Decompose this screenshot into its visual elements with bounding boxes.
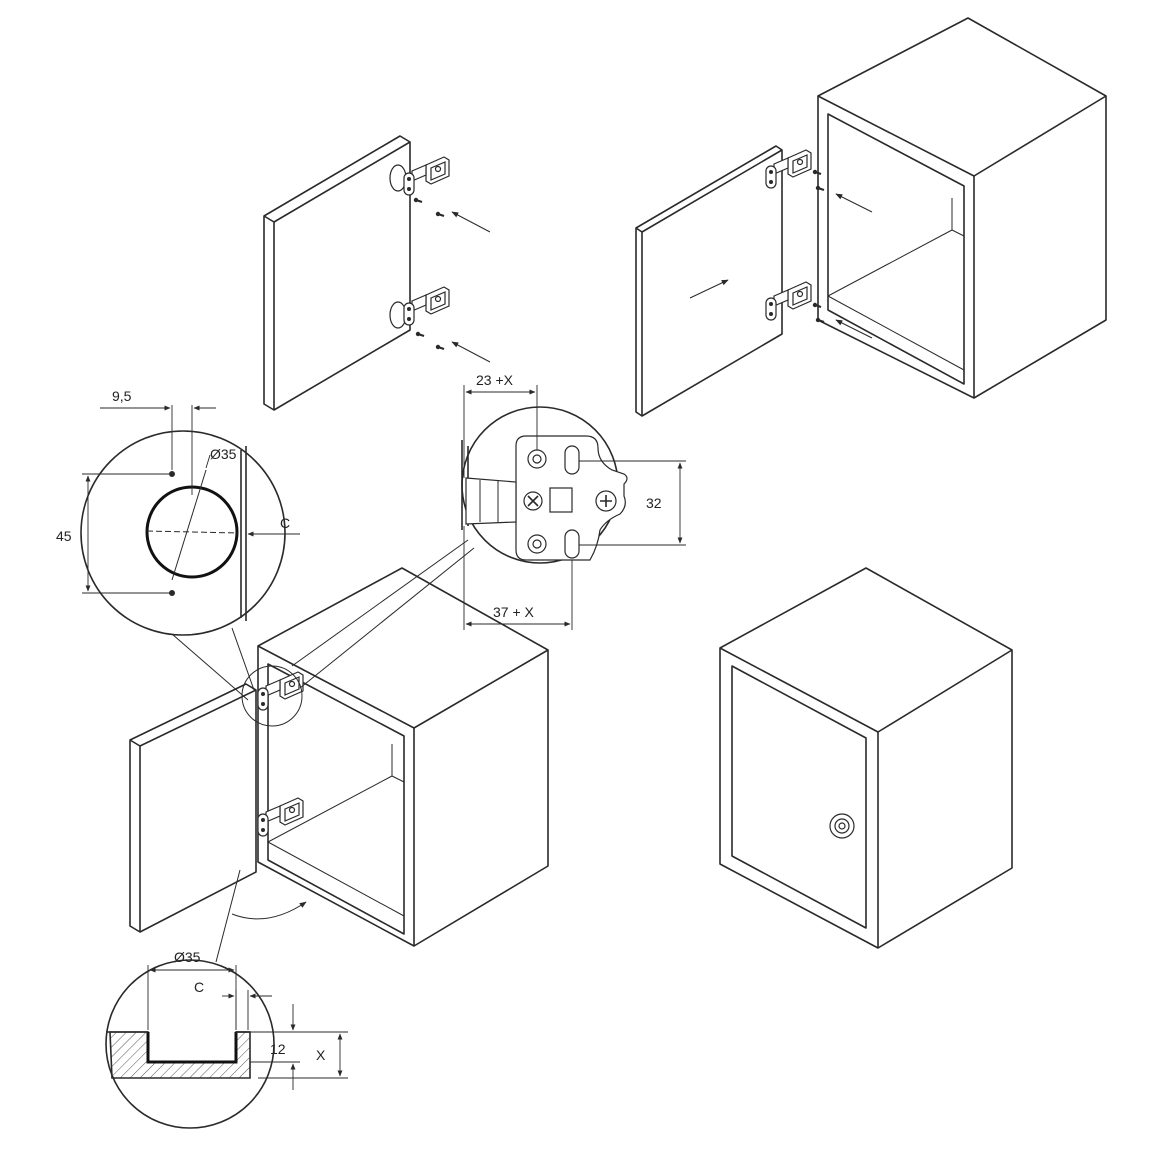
dim-9-5-label: 9,5 <box>112 388 132 404</box>
cabinet-box-2 <box>257 567 549 947</box>
assembly-arrow <box>835 319 873 339</box>
assembly-arrow <box>835 193 873 213</box>
open-door-panel <box>129 683 257 933</box>
rotation-arrow <box>231 901 307 920</box>
plate-offset-23x-label: 23 +X <box>476 372 514 388</box>
assembly-arrow <box>689 279 729 299</box>
cup-drilling-detail: 9,5 Ø35 45 C <box>56 388 300 701</box>
dim-45-label: 45 <box>56 528 72 544</box>
assembly-arrow <box>451 341 491 363</box>
plate-hole-spacing-label: 32 <box>646 495 662 511</box>
cup-depth-label: 12 <box>270 1041 286 1057</box>
door-panel-1 <box>263 135 411 411</box>
cup-diameter-label-top: Ø35 <box>210 446 237 462</box>
door-to-cabinet-group <box>635 17 1107 417</box>
detail-callout-circle <box>241 665 303 727</box>
assembly-arrow <box>451 211 491 233</box>
cup-diameter-label-bottom: Ø35 <box>174 949 201 965</box>
door-thickness-label: X <box>316 1047 326 1063</box>
open-door-cabinet-group <box>129 567 549 947</box>
cabinet-box-1 <box>817 17 1107 399</box>
door-section-hatched <box>109 1031 251 1079</box>
plate-offset-37x-label: 37 + X <box>493 604 535 620</box>
door-panel-2 <box>635 145 783 417</box>
cup-depth-section-detail: Ø35 C 12 X <box>105 869 348 1129</box>
door-with-hinges-group <box>263 135 491 411</box>
edge-c-label-bottom: C <box>194 979 204 995</box>
edge-c-label-top: C <box>280 515 290 531</box>
closed-cabinet-group <box>719 567 1013 949</box>
mounting-plate-detail: 23 +X 37 + X 32 <box>291 372 686 689</box>
